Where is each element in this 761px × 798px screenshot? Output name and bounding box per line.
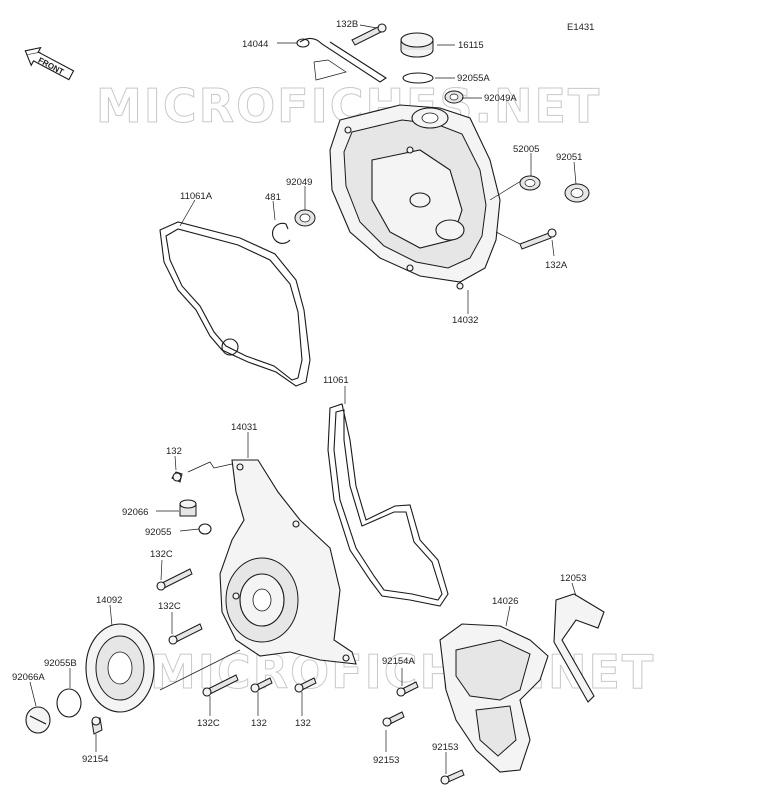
bolt-132-top	[171, 471, 183, 483]
label-92154a: 92154A	[382, 656, 415, 667]
bolt-92154	[91, 716, 103, 735]
label-132c-a: 132C	[150, 549, 173, 560]
label-92049a: 92049A	[484, 93, 517, 104]
label-16115: 16115	[458, 40, 484, 51]
label-132-top: 132	[166, 446, 182, 457]
label-14032: 14032	[452, 315, 478, 326]
label-14092: 14092	[96, 595, 122, 606]
dipstick-14044	[296, 37, 388, 83]
o-ring-92055a	[402, 72, 434, 84]
label-92055b: 92055B	[44, 658, 77, 669]
label-92049: 92049	[286, 177, 312, 188]
bolt-132-mid	[250, 677, 273, 693]
label-14044: 14044	[242, 39, 268, 50]
oil-cap-16115	[400, 32, 434, 58]
oil-seal-92051	[564, 183, 590, 203]
oil-seal-92049	[294, 209, 316, 227]
label-92153-b: 92153	[432, 742, 458, 753]
chain-cover-14026	[439, 623, 549, 773]
generator-cover-14031	[219, 459, 357, 665]
o-ring-92055b	[56, 688, 82, 718]
o-ring-92055	[198, 523, 212, 535]
label-92055a: 92055A	[457, 73, 490, 84]
reference-code: E1431	[567, 22, 594, 33]
bolt-132c-c	[202, 674, 239, 697]
label-14031: 14031	[231, 422, 257, 433]
label-132c-c: 132C	[197, 718, 220, 729]
label-132b: 132B	[336, 19, 358, 30]
label-92066a: 92066A	[12, 672, 45, 683]
gasket-11061	[327, 403, 449, 607]
front-arrow-icon: FRONT	[24, 46, 75, 81]
bolt-132c-a	[156, 568, 193, 591]
label-12053: 12053	[560, 573, 586, 584]
plug-92066a	[25, 706, 51, 734]
bolt-132b	[351, 23, 387, 46]
label-11061a: 11061A	[180, 191, 213, 202]
bolt-92153-b	[440, 769, 465, 785]
oil-seal-92049a	[444, 90, 464, 104]
part-labels: 132B 16115 14044 92055A 92049A 52005 920…	[12, 19, 586, 766]
label-92066: 92066	[122, 507, 148, 518]
label-132a: 132A	[545, 260, 568, 271]
label-132-right: 132	[295, 718, 311, 729]
bearing-52005	[519, 175, 541, 191]
label-132c-b: 132C	[158, 601, 181, 612]
label-92051: 92051	[556, 152, 582, 163]
label-11061: 11061	[323, 375, 349, 386]
bolt-92154a	[396, 681, 419, 697]
clutch-cover-14032	[329, 104, 501, 290]
bolt-132a	[519, 228, 557, 250]
cover-14092	[85, 623, 155, 713]
label-14026: 14026	[492, 596, 518, 607]
bolt-132-right	[294, 677, 317, 693]
label-481: 481	[265, 192, 281, 203]
leader-lines-bottom	[29, 386, 577, 774]
label-92154: 92154	[82, 754, 108, 765]
label-92055: 92055	[145, 527, 171, 538]
circlip-481	[272, 222, 291, 244]
plug-92066	[179, 499, 197, 517]
label-52005: 52005	[513, 144, 539, 155]
label-132-mid: 132	[251, 718, 267, 729]
bracket-12053	[553, 593, 605, 703]
bolt-92153-a	[382, 711, 405, 727]
label-92153-a: 92153	[373, 755, 399, 766]
gasket-11061a	[159, 221, 311, 387]
bolt-132c-b	[168, 623, 203, 645]
leader-lines-top	[179, 24, 577, 314]
